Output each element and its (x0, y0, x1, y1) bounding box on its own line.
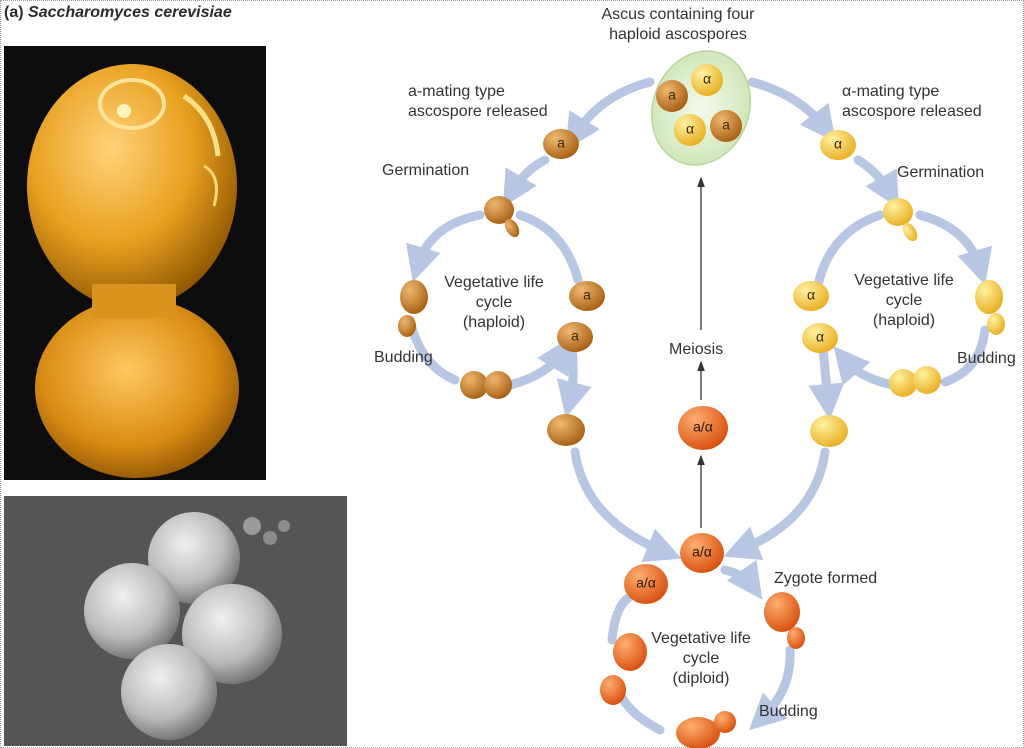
arrow-germination-right (853, 155, 899, 209)
a-ascospore: a (543, 129, 579, 159)
zygote-cell: a/α (680, 533, 724, 573)
a-mating-label-line1: a-mating type (408, 83, 505, 100)
left-a-cells: a a (557, 281, 605, 352)
release-arrows (502, 77, 899, 209)
alpha-ascospore-label: α (834, 136, 842, 152)
zygote-formed-label: Zygote formed (774, 570, 877, 587)
figure-title: (a) Saccharomyces cerevisiae (4, 4, 232, 22)
diploid-budding-left (600, 633, 647, 705)
ascus-label-line2: haploid ascospores (609, 26, 747, 43)
ascus-spore-a-2: a (722, 117, 730, 133)
veg-left-line3: (haploid) (463, 314, 525, 331)
veg-left-line2: cycle (476, 294, 513, 311)
diagram-labels: Ascus containing four haploid ascospores… (374, 6, 1016, 720)
right-dividing-cell (889, 366, 941, 397)
species-name: Saccharomyces cerevisiae (28, 4, 232, 21)
budding-bottom-label: Budding (759, 703, 818, 720)
budding-left-label: Budding (374, 349, 433, 366)
veg-bottom-line1: Vegetative life (651, 630, 751, 647)
ascus-spore-a-1: a (668, 87, 676, 103)
left-germinating-cell (484, 196, 520, 238)
diploid-left-label: a/α (636, 575, 656, 591)
micrograph-ascus (4, 496, 347, 746)
veg-bottom-line3: (diploid) (673, 670, 730, 687)
budding-right-label: Budding (957, 350, 1016, 367)
mating-a-cell (547, 414, 585, 446)
arrow-ascus-to-a (565, 77, 655, 151)
right-alpha-cells: α α (793, 281, 838, 353)
right-haploid-cycle (808, 210, 993, 420)
left-a-cell-2-label: a (571, 328, 579, 344)
zygote-label: a/α (692, 544, 712, 560)
alpha-mating-label-line2: ascospore released (842, 103, 982, 120)
diploid-cell-meiosis: a/α (678, 406, 728, 450)
veg-right-line1: Vegetative life (854, 272, 954, 289)
mating-alpha-cell (810, 415, 848, 447)
meiosis-label: Meiosis (669, 341, 723, 358)
arrow-right-to-mating (808, 343, 845, 420)
right-alpha-cell-2-label: α (816, 329, 824, 345)
ascus-spore-alpha-1: α (703, 71, 711, 87)
right-budding-cell (975, 280, 1005, 335)
alpha-ascospore: α (820, 130, 856, 160)
veg-right-line3: (haploid) (873, 312, 935, 329)
germination-left-label: Germination (382, 162, 469, 179)
left-a-cell-1-label: a (583, 287, 591, 303)
ascus-label-line1: Ascus containing four (602, 6, 756, 23)
right-alpha-cell-1-label: α (807, 287, 815, 303)
ascus-icon: a α α a (650, 50, 752, 166)
veg-bottom-line2: cycle (683, 650, 720, 667)
diploid-budding-bottom (676, 711, 736, 748)
veg-left-line1: Vegetative life (444, 274, 544, 291)
a-ascospore-label: a (557, 135, 565, 151)
arrow-ascus-to-alpha (747, 77, 836, 143)
alpha-mating-label-line1: α-mating type (842, 83, 939, 100)
veg-right-line2: cycle (886, 292, 923, 309)
ascus-spore-alpha-2: α (686, 121, 694, 137)
germination-right-label: Germination (897, 164, 984, 181)
micrograph-budding-yeast (4, 46, 266, 480)
diploid-budding-right (764, 592, 805, 649)
panel-letter: (a) (4, 4, 24, 21)
diploid-meiosis-label: a/α (693, 419, 713, 435)
a-mating-label-line2: ascospore released (408, 103, 548, 120)
left-budding-cell (398, 280, 428, 337)
left-dividing-cell (460, 371, 512, 399)
right-germinating-cell (883, 198, 918, 242)
arrow-left-to-mating (556, 340, 592, 418)
diploid-cell-left: a/α (624, 564, 668, 604)
mating-arrows (570, 447, 830, 563)
arrow-germination-left (502, 155, 550, 208)
